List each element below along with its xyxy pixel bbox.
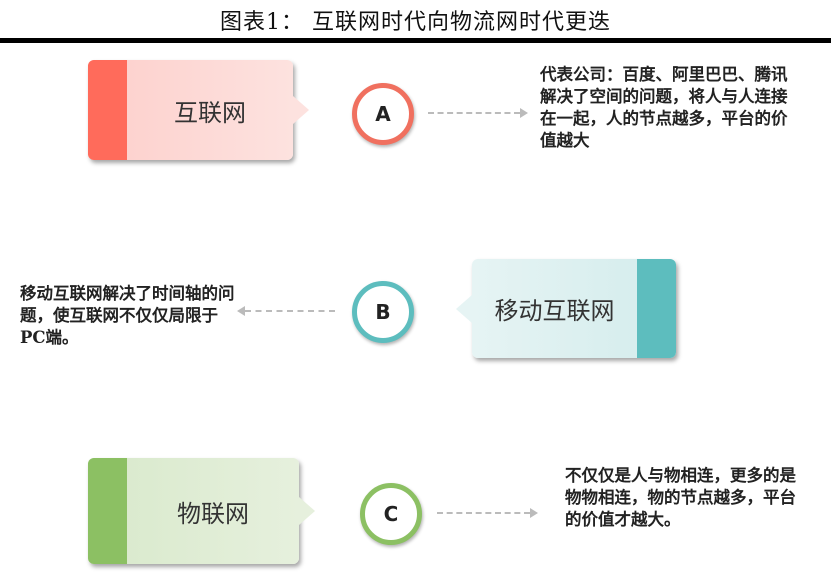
stage-b-description: 移动互联网解决了时间轴的问题，使互联网不仅仅局限于PC端。 (20, 284, 235, 347)
stage-a-description: 代表公司：百度、阿里巴巴、腾讯 解决了空间的问题，将人与人连接在一起，人的节点越… (540, 65, 788, 150)
stage-b-box: 移动互联网 (456, 259, 676, 358)
stage-b-arrow (237, 306, 335, 316)
stage-b-label: 移动互联网 (494, 297, 615, 325)
stage-c-stripe (88, 458, 127, 564)
stage-b-circle: B (352, 281, 414, 343)
figure-title: 图表1： 互联网时代向物流网时代更迭 (220, 10, 611, 35)
stage-c-pointer (299, 497, 315, 525)
stage-a-box: 互联网 (88, 60, 309, 160)
stage-a-stripe (88, 60, 127, 160)
arrow-head-icon (237, 306, 245, 316)
stage-c-box: 物联网 (88, 458, 315, 564)
stage-c-label: 物联网 (177, 499, 249, 528)
title-rule (0, 38, 831, 43)
arrow-head-icon (520, 108, 528, 118)
stage-b-stripe (637, 259, 676, 358)
stage-c-arrow (437, 508, 538, 518)
stage-b-pointer (456, 295, 472, 323)
stage-c-circle: C (360, 483, 422, 545)
stage-a-arrow (428, 108, 528, 118)
arrow-head-icon (530, 508, 538, 518)
stage-a-pointer (293, 96, 309, 124)
stage-a-circle: A (352, 83, 414, 145)
stage-c-description: 不仅仅是人与物相连，更多的是物物相连，物的节点越多，平台的价值才越大。 (565, 466, 796, 529)
stage-a-label: 互联网 (174, 98, 246, 127)
